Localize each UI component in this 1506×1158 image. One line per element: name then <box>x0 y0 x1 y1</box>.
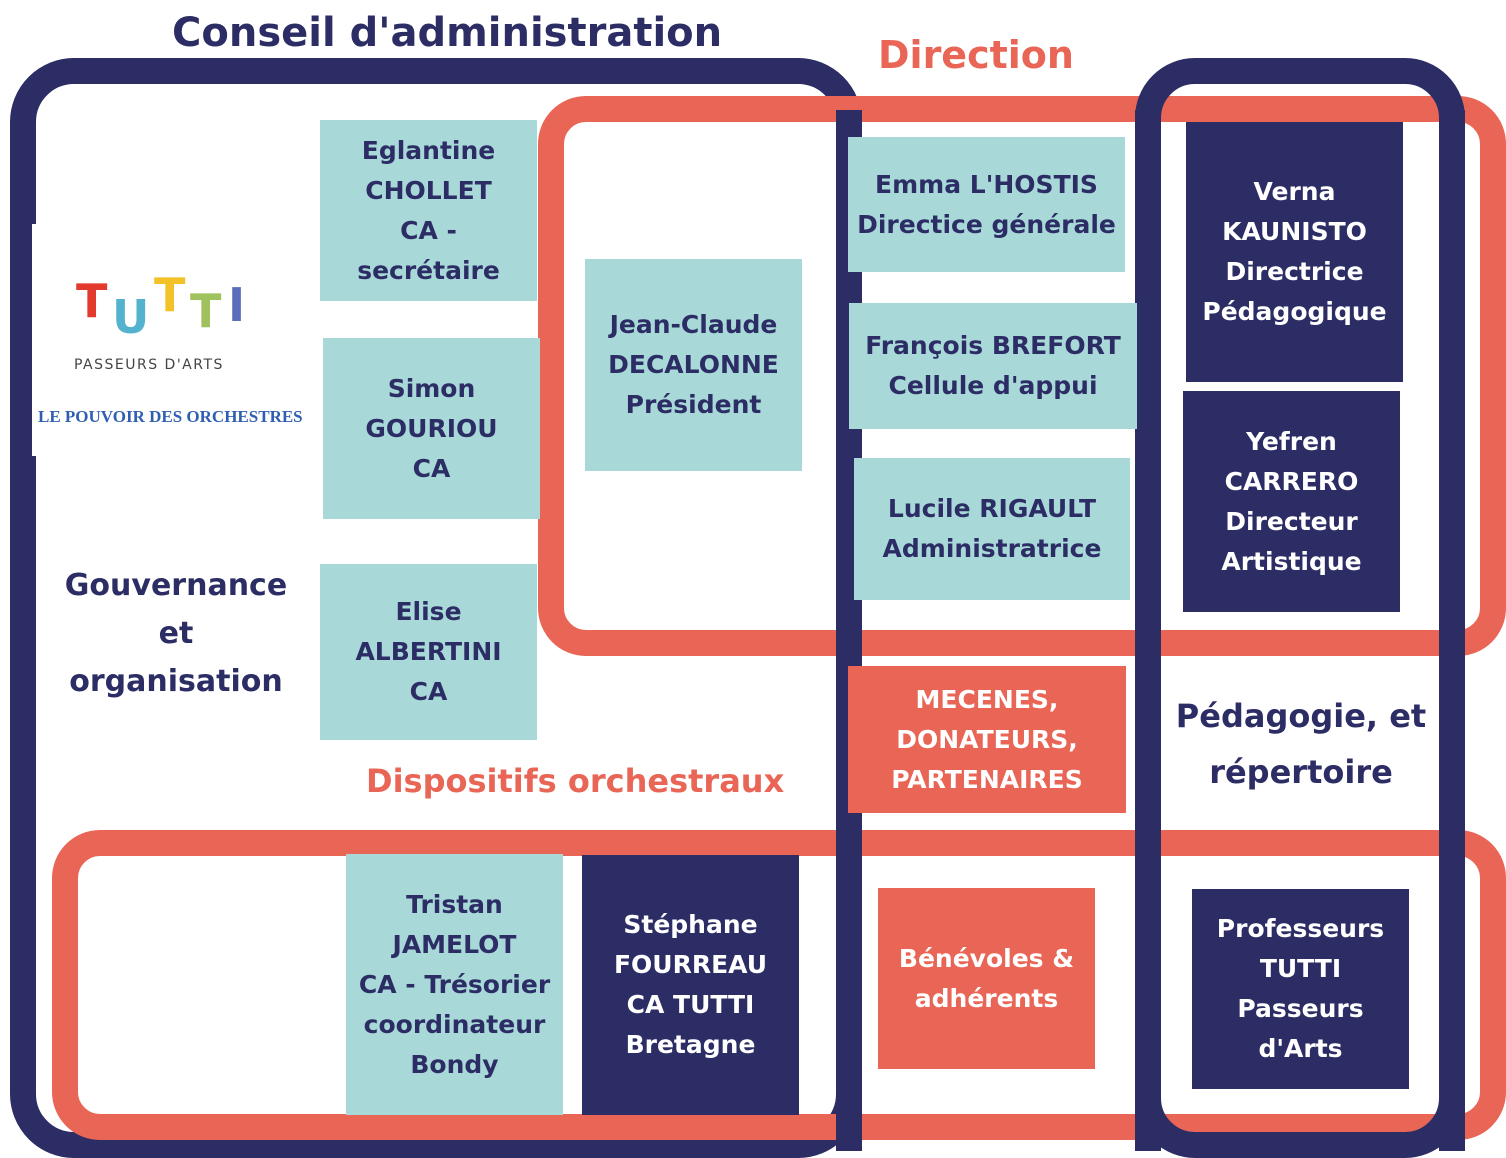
direction-heading: Direction <box>878 33 1074 77</box>
direction-frame <box>538 96 1506 656</box>
logo-tagline: PASSEURS D'ARTS <box>74 357 224 373</box>
conseil-frame-right-edge <box>836 110 862 1151</box>
box-line: Bretagne <box>625 1030 756 1059</box>
box-line: Professeurs <box>1216 914 1385 943</box>
logo-letter-t3: T <box>190 284 222 338</box>
mecenes-donateurs-partenaires-box: MECENES, DONATEURS, PARTENAIRES <box>848 666 1126 813</box>
box-line: JAMELOT <box>392 929 517 959</box>
box-line: Tristan <box>406 889 503 919</box>
box-line: CARRERO <box>1224 466 1359 496</box>
box-line: Elise <box>395 597 462 626</box>
box-line: secrétaire <box>357 255 500 285</box>
box-line: Simon <box>387 373 476 403</box>
box-line: Directrice <box>1225 257 1364 286</box>
box-line: MECENES, <box>915 684 1059 714</box>
logo-letter-i: I <box>228 278 246 332</box>
box-line: PARTENAIRES <box>891 764 1083 794</box>
tristan-jamelot-box: Tristan JAMELOT CA - Trésorier coordinat… <box>346 854 563 1115</box>
box-line: Directeur <box>1225 506 1358 536</box>
box-line: CA <box>409 677 448 706</box>
box-line: ALBERTINI <box>355 637 502 666</box>
logo-subtitle: LE POUVOIR DES ORCHESTRES <box>38 407 303 426</box>
box-line: adhérents <box>914 983 1059 1013</box>
box-line: Yefren <box>1246 426 1337 456</box>
lucile-rigault-box: Lucile RIGAULT Administratrice <box>854 458 1130 600</box>
pedagogie-line-2: répertoire <box>1209 753 1393 791</box>
box-line: CA - <box>400 215 457 245</box>
logo-letter-t2: T <box>154 268 186 322</box>
benevoles-adherents-box: Bénévoles & adhérents <box>878 888 1095 1069</box>
gouvernance-line-1: Gouvernance <box>64 568 288 603</box>
tutti-logo: T U T T I PASSEURS D'ARTS LE POUVOIR DES… <box>32 224 324 456</box>
box-line: Verna <box>1253 177 1336 206</box>
box-line: Pédagogique <box>1202 297 1387 326</box>
emma-lhostis-box: Emma L'HOSTIS Directice générale <box>848 137 1125 272</box>
box-line: Passeurs <box>1237 994 1364 1023</box>
simon-gouriou-box: Simon GOURIOU CA <box>323 338 540 519</box>
box-line: Cellule d'appui <box>888 371 1098 400</box>
box-line: CA TUTTI <box>626 990 755 1019</box>
professeurs-tutti-box: Professeurs TUTTI Passeurs d'Arts <box>1192 889 1409 1089</box>
box-line: Lucile RIGAULT <box>887 494 1097 523</box>
logo-letter-t1: T <box>76 274 108 328</box>
box-line: CHOLLET <box>365 175 492 205</box>
box-line: Eglantine <box>361 135 496 165</box>
pedagogie-frame-right-edge <box>1439 110 1465 1151</box>
box-line: Bénévoles & <box>898 943 1075 973</box>
pedagogie-line-1: Pédagogie, et <box>1175 697 1427 735</box>
box-line: coordinateur <box>363 1009 546 1039</box>
box-line: Artistique <box>1221 546 1362 576</box>
box-line: FOURREAU <box>613 950 768 979</box>
gouvernance-heading: Gouvernance et organisation <box>58 562 294 706</box>
verna-kaunisto-box: Verna KAUNISTO Directrice Pédagogique <box>1186 122 1403 382</box>
pedagogie-frame-left-edge <box>1135 110 1161 1151</box>
box-line: DECALONNE <box>608 350 779 379</box>
box-line: d'Arts <box>1258 1034 1343 1063</box>
eglantine-chollet-box: Eglantine CHOLLET CA - secrétaire <box>320 120 537 301</box>
box-line: Emma L'HOSTIS <box>875 169 1098 199</box>
francois-brefort-box: François BREFORT Cellule d'appui <box>849 303 1137 429</box>
box-line: TUTTI <box>1259 954 1342 983</box>
gouvernance-line-3: organisation <box>69 664 283 699</box>
dispositifs-frame <box>52 830 1506 1140</box>
box-line: DONATEURS, <box>896 724 1078 754</box>
jean-claude-decalonne-box: Jean-Claude DECALONNE Président <box>585 259 802 471</box>
box-line: Stéphane <box>623 910 758 939</box>
dispositifs-heading: Dispositifs orchestraux <box>366 762 785 800</box>
pedagogie-heading: Pédagogie, et répertoire <box>1160 688 1442 800</box>
box-line: CA <box>412 453 451 483</box>
gouvernance-line-2: et <box>158 616 194 651</box>
stephane-fourreau-box: Stéphane FOURREAU CA TUTTI Bretagne <box>582 855 799 1115</box>
box-line: KAUNISTO <box>1222 217 1367 246</box>
box-line: Bondy <box>410 1049 499 1079</box>
box-line: Administratrice <box>882 534 1102 563</box>
box-line: GOURIOU <box>365 413 498 443</box>
elise-albertini-box: Elise ALBERTINI CA <box>320 564 537 740</box>
box-line: François BREFORT <box>865 331 1121 360</box>
logo-letter-u: U <box>112 290 150 344</box>
box-line: Président <box>625 390 762 419</box>
box-line: CA - Trésorier <box>358 969 551 999</box>
conseil-heading: Conseil d'administration <box>172 10 723 56</box>
yefren-carrero-box: Yefren CARRERO Directeur Artistique <box>1183 391 1400 612</box>
box-line: Directice générale <box>857 209 1116 239</box>
box-line: Jean-Claude <box>609 310 778 339</box>
